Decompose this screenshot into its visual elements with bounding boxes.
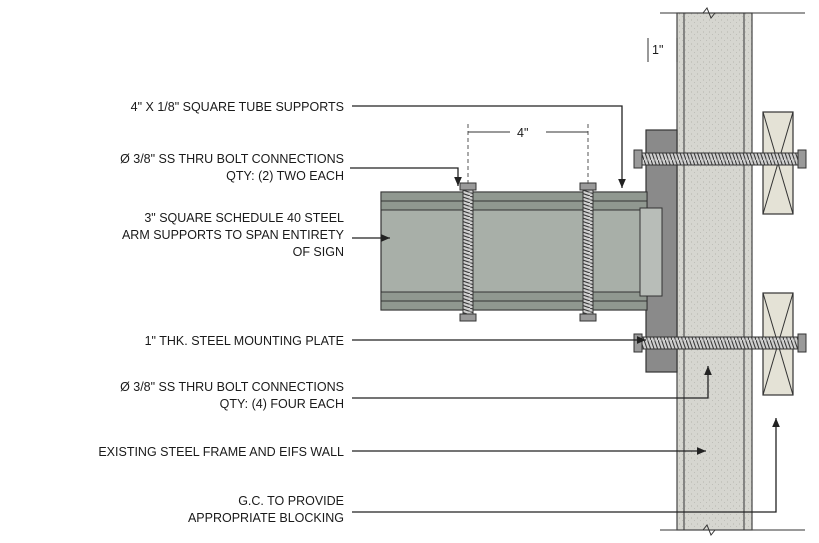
plate-thickness-dimension: 1" [647, 38, 678, 62]
label-arm-line2: ARM SUPPORTS TO SPAN ENTIRETY [122, 228, 345, 242]
leader-lines [350, 105, 780, 513]
thru-bolt-vertical-left [459, 182, 477, 322]
label-mounting-plate: 1" THK. STEEL MOUNTING PLATE [145, 334, 344, 348]
label-bolt-top-line2: QTY: (2) TWO EACH [226, 169, 344, 183]
label-blocking-line2: APPROPRIATE BLOCKING [188, 511, 344, 525]
label-wall: EXISTING STEEL FRAME AND EIFS WALL [98, 445, 344, 459]
label-blocking-line1: G.C. TO PROVIDE [238, 494, 344, 508]
thru-bolt-top [633, 149, 807, 169]
wall [660, 7, 805, 536]
bolt-spacing-text: 4" [517, 126, 528, 140]
thru-bolt-bottom [633, 333, 807, 353]
label-bolt-top-line1: Ø 3/8" SS THRU BOLT CONNECTIONS [120, 152, 344, 166]
arm-support [380, 191, 663, 311]
thru-bolt-vertical-right [579, 182, 597, 322]
label-tube-supports: 4" X 1/8" SQUARE TUBE SUPPORTS [131, 100, 344, 114]
bolt-spacing-dimension: 4" [467, 124, 589, 186]
plate-thickness-text: 1" [652, 43, 663, 57]
label-bolt-bottom-line2: QTY: (4) FOUR EACH [220, 397, 344, 411]
label-bolt-bottom-line1: Ø 3/8" SS THRU BOLT CONNECTIONS [120, 380, 344, 394]
label-arm-line3: OF SIGN [293, 245, 344, 259]
label-arm-line1: 3" SQUARE SCHEDULE 40 STEEL [144, 211, 344, 225]
